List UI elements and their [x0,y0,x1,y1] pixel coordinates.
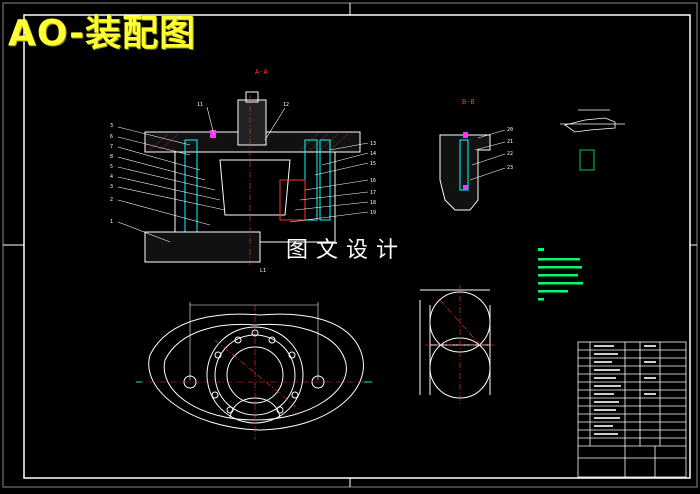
balloon-left: 5 [110,164,113,170]
drawing-frame [23,14,691,479]
drawing-title: AO-装配图 [8,13,197,54]
balloon-left: 8 [110,154,113,160]
balloon-right: 13 [370,141,376,147]
balloon-right: 16 [370,178,376,184]
balloon-top: 12 [283,102,289,108]
balloon-right: 18 [370,200,376,206]
view-label-aa: A-A [255,68,268,76]
plan-center-lines [138,305,372,440]
cam-center-lines [425,285,495,405]
balloon-right: 15 [370,161,376,167]
balloon-left: 2 [110,197,113,203]
balloon-left: 1 [110,219,113,225]
balloon-labels: 3 6 7 8 5 4 3 2 1 11 12 13 14 15 16 17 1… [110,102,376,225]
balloon-left: 3 [110,184,113,190]
watermark-text: 图文设计 [286,238,407,263]
plan-dimensions [189,302,319,380]
balloon-right: 17 [370,190,376,196]
title-block-text [594,345,656,435]
frame-center-marks [3,3,697,487]
balloon-top: 11 [197,102,203,108]
balloon-right: 14 [370,151,376,157]
balloon-left: 4 [110,174,113,180]
view-label-bb: B-B [462,98,475,106]
section-view-bb: 20 21 22 23 [439,127,513,211]
section-view-aa: L1 [144,91,361,274]
svg-text:L1: L1 [260,268,266,274]
plan-view [148,313,364,431]
balloon-right: 19 [370,210,376,216]
detail-view-small-part [560,109,625,171]
balloon-left: 3 [110,123,113,129]
technical-notes [538,248,583,301]
balloon-bb: 21 [507,139,513,145]
balloon-bb: 22 [507,151,513,157]
balloon-left: 7 [110,144,113,150]
balloon-bb: 23 [507,165,513,171]
title-block [577,341,687,478]
balloon-bb: 20 [507,127,513,133]
leader-lines [117,106,369,243]
balloon-left: 6 [110,134,113,140]
